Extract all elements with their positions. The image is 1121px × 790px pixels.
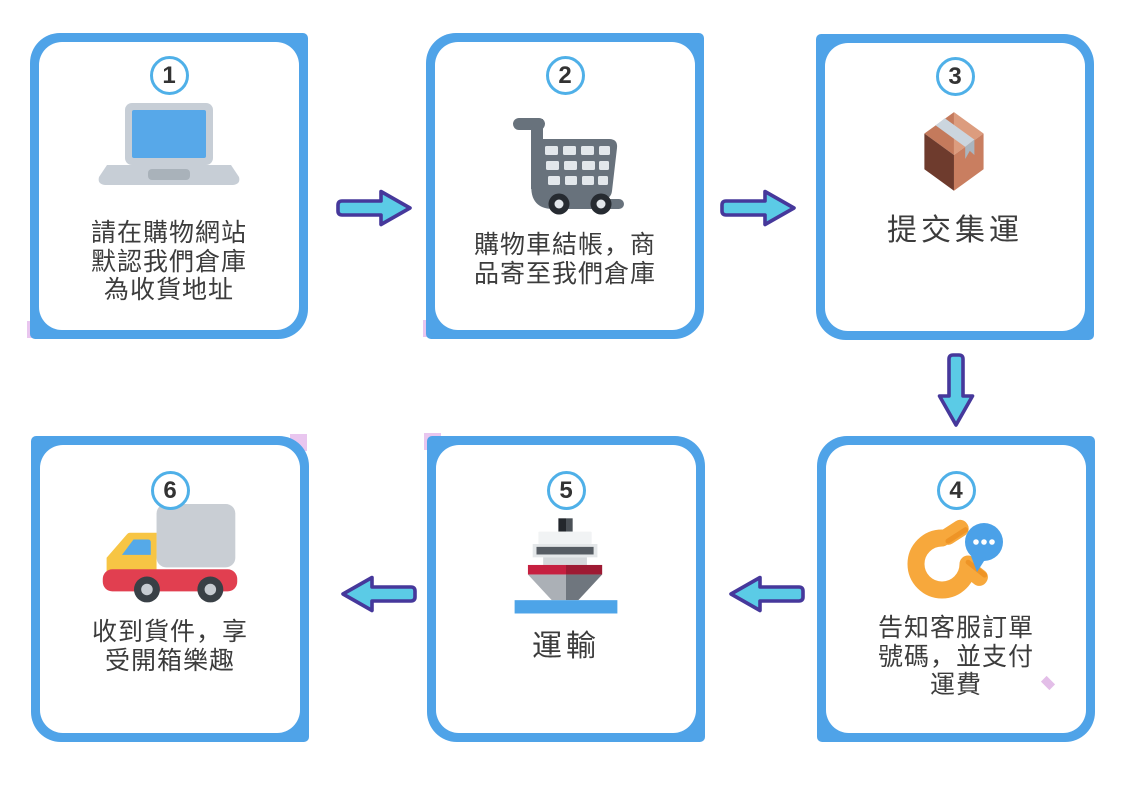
step-number-badge: 4 (936, 471, 976, 510)
step-text-line: 收到貨件，享 (91, 618, 248, 646)
step-number-badge: 3 (935, 57, 975, 96)
step-text: 購物車結帳，商 品寄至我們倉庫 (474, 231, 656, 288)
step-text: 提交集運 (887, 214, 1023, 248)
flow-arrow-left-5-6 (338, 572, 418, 616)
step-card-1-body: 1 請在購物網站 默認我們倉庫 為收貨地址 (39, 42, 299, 330)
step-text-line: 運輸 (532, 630, 600, 663)
step-number-badge: 6 (150, 471, 190, 510)
step-card-2-body: 2 購物車結帳，商 品寄至我們倉庫 (435, 42, 695, 330)
step-number-badge: 5 (546, 471, 586, 510)
flow-arrow-left-4-5 (726, 572, 806, 616)
step-number: 2 (558, 61, 572, 89)
step-text: 收到貨件，享 受開箱樂趣 (92, 618, 248, 675)
step-text-line: 告知客服訂單 (877, 614, 1034, 642)
step-text-line: 品寄至我們倉庫 (473, 259, 656, 288)
step-number: 4 (949, 476, 963, 504)
flow-arrow-right-1-2 (335, 186, 415, 230)
step-card-6: 6 收到貨件，享 受開箱樂趣 (31, 436, 309, 742)
step-card-5-body: 5 運輸 (436, 445, 696, 733)
flow-arrow-down-3-4 (934, 352, 978, 428)
step-text-line: 購物車結帳，商 (473, 231, 656, 259)
step-number: 5 (559, 476, 573, 504)
laptop-icon (89, 103, 249, 187)
step-text-line: 請在購物網站 (90, 219, 247, 247)
step-card-5: 5 運輸 (427, 436, 705, 742)
step-card-3-body: 3 提交集運 (825, 43, 1085, 331)
step-text-line: 運費 (929, 671, 982, 699)
flow-arrow-right-2-3 (719, 186, 799, 230)
package-box-icon (915, 106, 995, 206)
shopping-cart-icon (501, 107, 629, 215)
step-number: 1 (162, 61, 176, 89)
step-text: 請在購物網站 默認我們倉庫 為收貨地址 (91, 219, 247, 305)
delivery-truck-icon (97, 502, 243, 603)
step-number-badge: 2 (545, 56, 585, 95)
step-text: 告知客服訂單 號碼，並支付 運費 (878, 614, 1034, 700)
step-number: 6 (163, 476, 177, 504)
step-number-badge: 1 (149, 56, 189, 95)
step-text-line: 默認我們倉庫 (90, 247, 247, 276)
step-card-1: 1 請在購物網站 默認我們倉庫 為收貨地址 (30, 33, 308, 339)
cargo-ship-icon (507, 512, 625, 616)
step-number: 3 (948, 62, 962, 90)
step-card-6-body: 6 收到貨件，享 受開箱樂趣 (40, 445, 300, 733)
step-card-4: 4 (817, 436, 1095, 742)
step-text-line: 提交集運 (887, 214, 1023, 247)
step-text: 運輸 (532, 630, 600, 664)
step-text-line: 號碼，並支付 (877, 642, 1034, 671)
step-card-3: 3 提交集運 (816, 34, 1094, 340)
step-text-line: 受開箱樂趣 (104, 646, 235, 675)
step-card-4-body: 4 (826, 445, 1086, 733)
step-card-2: 2 購物車結帳，商 品寄至我們倉庫 (426, 33, 704, 339)
customer-service-phone-icon (904, 518, 1008, 604)
step-text-line: 為收貨地址 (103, 276, 234, 304)
